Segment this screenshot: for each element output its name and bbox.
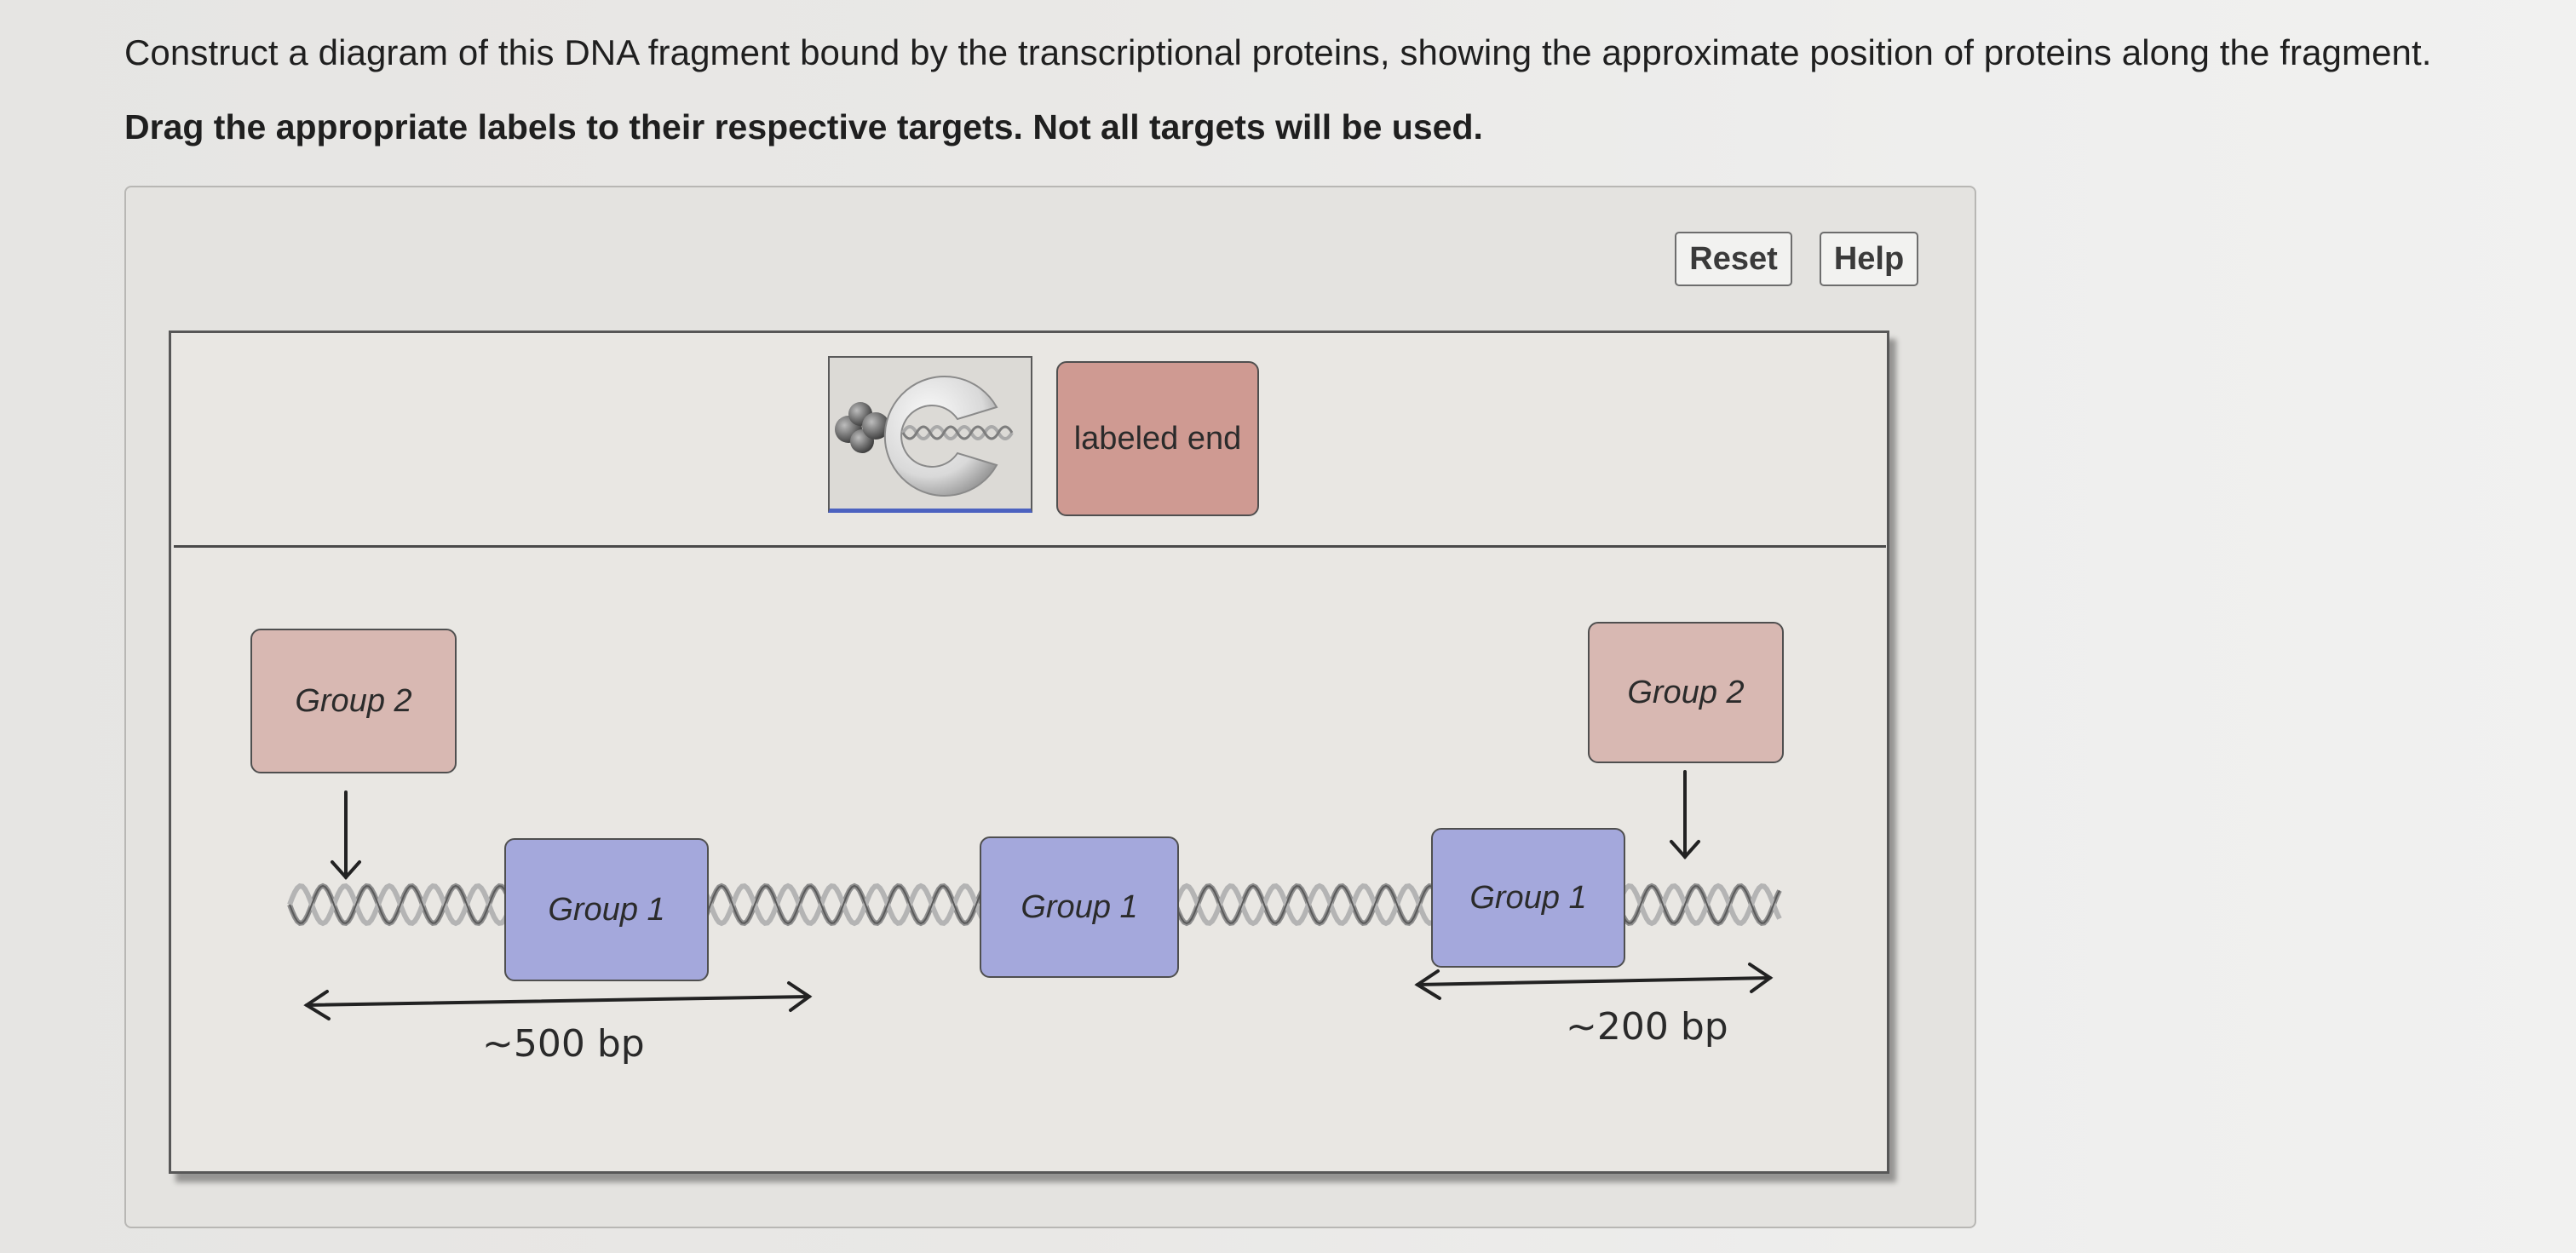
group1-label[interactable]: Group 1 bbox=[980, 836, 1179, 978]
tray-divider bbox=[174, 545, 1886, 548]
down-arrow-icon bbox=[1670, 770, 1700, 860]
help-button[interactable]: Help bbox=[1820, 232, 1918, 286]
rna-polymerase-tile[interactable] bbox=[828, 356, 1032, 513]
distance-arrow-200bp bbox=[1414, 963, 1774, 1000]
group1-label[interactable]: Group 1 bbox=[1431, 828, 1625, 968]
distance-label-200bp: ~200 bp bbox=[1566, 1005, 1728, 1049]
group2-label-left[interactable]: Group 2 bbox=[250, 629, 457, 773]
labeled-end-tile[interactable]: labeled end bbox=[1056, 361, 1259, 516]
group2-label-right[interactable]: Group 2 bbox=[1588, 622, 1784, 763]
group1-label[interactable]: Group 1 bbox=[504, 838, 709, 981]
down-arrow-icon bbox=[331, 790, 361, 881]
subinstruction-text: Drag the appropriate labels to their res… bbox=[124, 107, 1483, 147]
reset-button[interactable]: Reset bbox=[1675, 232, 1792, 286]
instruction-text: Construct a diagram of this DNA fragment… bbox=[124, 32, 2432, 72]
rna-polymerase-icon bbox=[835, 376, 1014, 497]
distance-label-500bp: ~500 bp bbox=[482, 1022, 645, 1066]
distance-arrow-500bp bbox=[303, 981, 813, 1020]
